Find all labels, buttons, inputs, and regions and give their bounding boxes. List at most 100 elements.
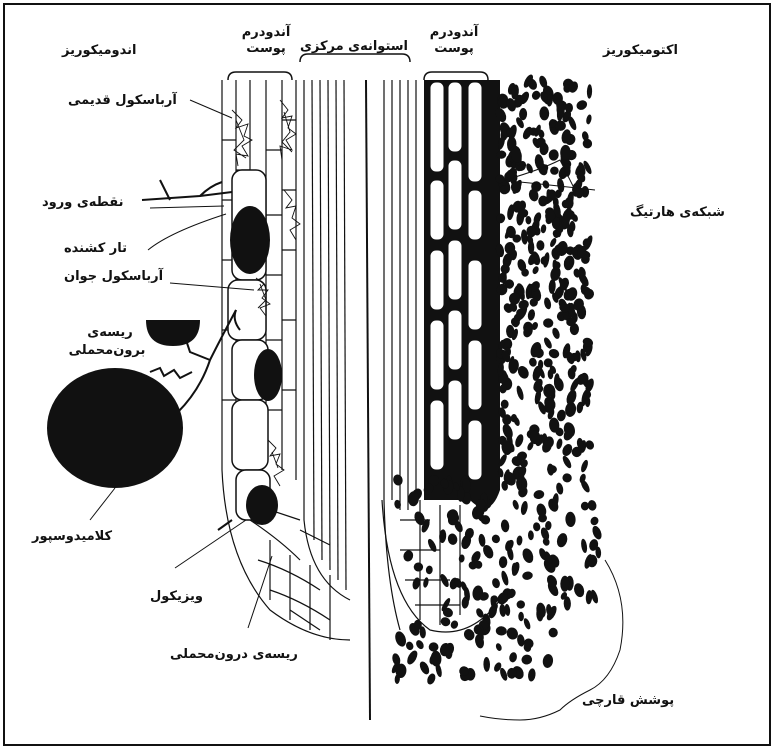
mantle-blob (562, 472, 573, 483)
mantle-blob (521, 547, 536, 565)
mantle-blob (418, 660, 431, 676)
label-hartig-net: شبکه‌ی هارتیگ (630, 206, 725, 221)
mantle-blob (581, 502, 589, 511)
mantle-blob (525, 216, 531, 225)
mantle-blob (512, 563, 518, 576)
mantle-blob (545, 573, 559, 589)
label-old-arbuscule: آرباسکول قدیمی (68, 94, 177, 109)
label-entry-point: نقطه‌ی ورود (42, 196, 124, 211)
mantle-blob (548, 149, 559, 161)
mantle-blob (405, 641, 415, 652)
label-root-hair: تار کشنده (64, 242, 127, 257)
mantle-blob (518, 612, 524, 621)
header-stele: استوانه‌ی مرکزی (304, 40, 408, 55)
mantle-blob (522, 571, 534, 581)
mantle-blob (530, 89, 541, 101)
mantle-blob (447, 533, 459, 546)
mantle-blob (500, 519, 510, 533)
vesicle-large (230, 206, 270, 274)
label-chlamydospore: کلامیدوسپور (32, 530, 112, 545)
mantle-blob (496, 626, 507, 636)
header-endodermis-left: آندودرم (238, 26, 294, 41)
mantle-blob (499, 556, 508, 568)
small-spore (146, 320, 200, 346)
mantle-blob (428, 642, 439, 652)
mantle-blob (565, 389, 579, 407)
header-cortex-right: پوست (424, 42, 484, 57)
mantle-blob (591, 525, 604, 541)
mantle-blob (538, 360, 543, 370)
mantle-blob (543, 297, 552, 310)
mantle-blob (405, 649, 419, 666)
mantle-blob (547, 347, 560, 359)
mantle-blob (520, 500, 529, 515)
mantle-blob (501, 400, 509, 409)
mantle-blob (426, 538, 438, 553)
mantle-blob (542, 653, 554, 668)
mantle-blob (478, 533, 486, 547)
mantle-blob (439, 616, 452, 628)
mantle-blob (425, 565, 433, 574)
arbuscule-3 (284, 190, 300, 240)
mantle-blob (533, 489, 545, 500)
mantle-blob (426, 672, 437, 685)
mantle-blob (514, 433, 525, 448)
mantle-blob (393, 630, 408, 648)
mantle-blob (516, 600, 525, 609)
mantle-blob (551, 327, 561, 340)
mantle-blob (561, 455, 573, 470)
mantle-blob (536, 240, 544, 251)
mantle-blob (555, 532, 569, 549)
chlamydospore-shape (47, 368, 183, 488)
mantle-blob (483, 657, 490, 672)
mantle-blob (516, 535, 523, 545)
header-endodermis-right: آندودرم (424, 26, 484, 41)
mantle-blob (528, 530, 534, 540)
mantle-blob (589, 515, 600, 526)
mantle-blob (521, 654, 533, 666)
old-arbuscule-1 (232, 110, 252, 166)
mantle-blob (527, 668, 536, 682)
mantle-blob (458, 554, 465, 563)
mantle-blob (508, 652, 518, 664)
mantle-blob (547, 463, 555, 476)
mantle-blob (532, 522, 541, 532)
mantle-blob (528, 357, 537, 367)
mantle-blob (511, 499, 519, 510)
hypha-zigzag (150, 368, 192, 378)
endo-hyphae (142, 180, 240, 530)
mantle-blob (555, 438, 563, 450)
ecto-hartig-region (424, 80, 500, 508)
mantle-blob (491, 533, 502, 544)
mantle-blob (565, 512, 576, 528)
mantle-blob (402, 549, 415, 563)
mantle-blob (422, 577, 429, 588)
mantle-blob (495, 642, 503, 651)
mantle-blob (587, 84, 593, 99)
mantle-blob (580, 459, 590, 473)
mantle-blob (413, 562, 424, 572)
mantle-blob (543, 318, 554, 328)
divider-line (366, 80, 370, 720)
header-brackets (228, 54, 488, 80)
mantle-blob (542, 336, 553, 350)
mantle-blob (548, 628, 558, 638)
mantle-blob (548, 279, 556, 294)
label-extramatrical-hypha-2: برون‌محملی (62, 344, 152, 359)
mantle-blob (585, 114, 592, 125)
header-endomycorrhiza: اندومیکوریز (62, 44, 136, 59)
mantle-blob (500, 570, 510, 586)
mantle-blob (515, 385, 525, 401)
mantle-blob (449, 619, 459, 630)
label-vesicle: ویزیکول (150, 590, 203, 605)
label-intramatrical-hypha: ریسه‌ی درون‌محملی (170, 648, 298, 663)
mantle-blob (491, 577, 501, 589)
mantle-blob (572, 582, 585, 598)
mantle-blob (550, 166, 559, 174)
mantle-blob (580, 538, 588, 553)
mantle-blob (531, 265, 540, 275)
mantle-blob (560, 442, 574, 457)
label-young-arbuscule: آرباسکول جوان (64, 270, 163, 285)
mantle-blob (415, 639, 426, 651)
